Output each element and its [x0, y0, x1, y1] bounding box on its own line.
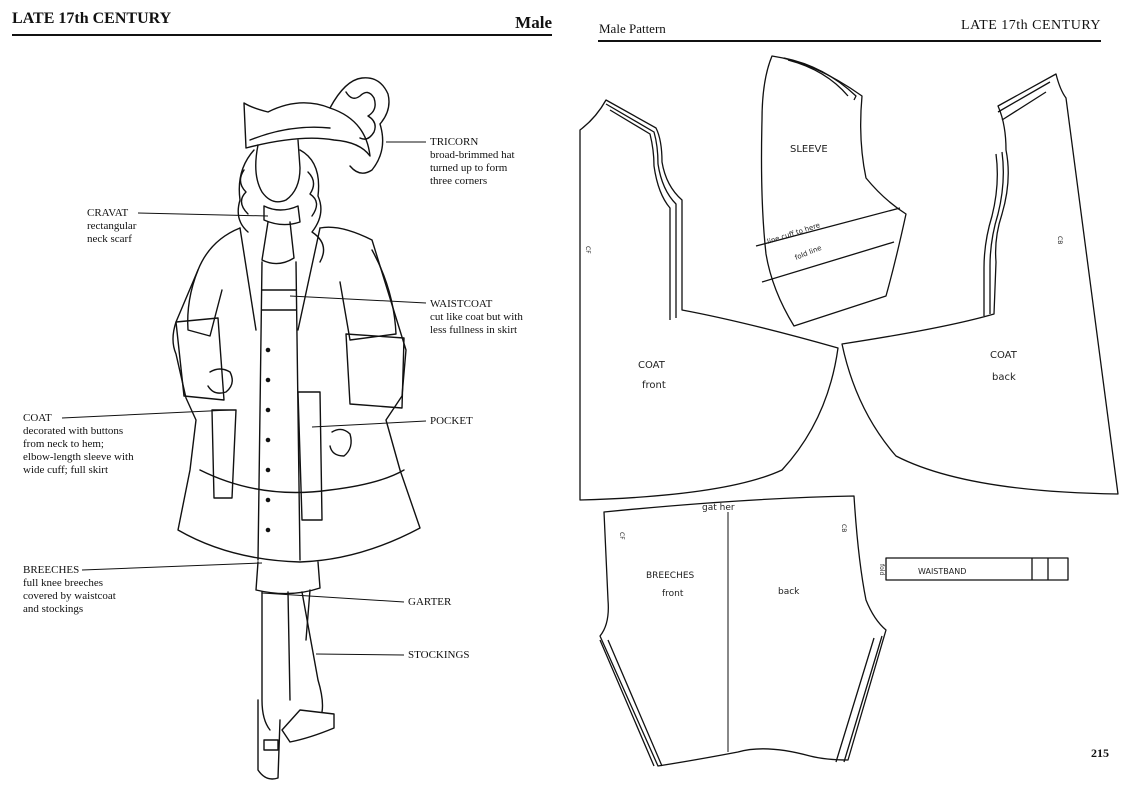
right-header-rule — [598, 40, 1101, 42]
right-section-header: Male Pattern — [599, 21, 666, 36]
label-waistcoat-desc-2: less fullness in skirt — [430, 324, 518, 336]
right-running-header: LATE 17th CENTURY — [961, 18, 1101, 33]
costume-illustration — [61, 77, 427, 780]
label-breeches: BREECHES full knee breeches covered by w… — [23, 564, 116, 616]
label-breeches-desc-2: covered by waistcoat — [23, 590, 116, 602]
label-tricorn-desc-1: broad-brimmed hat — [430, 149, 515, 161]
gather-label: gat her — [702, 503, 735, 513]
sleeve-piece — [760, 55, 907, 327]
page-number: 215 — [1091, 746, 1109, 760]
waistband-fold: fold — [878, 564, 885, 575]
label-garter-title: GARTER — [408, 596, 452, 608]
waistband-label: WAISTBAND — [918, 567, 966, 576]
fold-line-label: fold line — [794, 244, 823, 262]
label-stockings-title: STOCKINGS — [408, 649, 470, 661]
coat-front-cf: CF — [584, 246, 591, 254]
left-page: LATE 17th CENTURY Male — [0, 0, 566, 785]
label-pocket-title: POCKET — [430, 415, 473, 427]
label-cravat-desc-2: neck scarf — [87, 233, 132, 245]
label-stockings: STOCKINGS — [408, 649, 470, 662]
label-waistcoat: WAISTCOAT cut like coat but with less fu… — [430, 298, 523, 337]
coat-back-piece — [841, 73, 1119, 495]
label-cravat: CRAVAT rectangular neck scarf — [87, 207, 136, 246]
label-waistcoat-desc-1: cut like coat but with — [430, 311, 523, 323]
label-tricorn-title: TRICORN — [430, 136, 479, 148]
label-coat: COAT decorated with buttons from neck to… — [23, 412, 134, 477]
breeches-label-1: BREECHES — [646, 571, 695, 581]
breeches-label-2: front — [662, 589, 684, 599]
left-running-header: LATE 17th CENTURY — [12, 10, 172, 27]
label-coat-desc-4: wide cuff; full skirt — [23, 464, 109, 476]
breeches-cb: CB — [840, 524, 847, 532]
label-breeches-desc-1: full knee breeches — [23, 577, 104, 589]
breeches-cf: CF — [618, 532, 625, 540]
label-coat-desc-2: from neck to hem; — [23, 438, 104, 450]
sleeve-label: SLEEVE — [790, 144, 828, 155]
label-waistcoat-title: WAISTCOAT — [430, 298, 493, 310]
label-coat-desc-3: elbow-length sleeve with — [23, 451, 134, 463]
label-tricorn-desc-3: three corners — [430, 175, 488, 187]
label-coat-desc-1: decorated with buttons — [23, 425, 124, 437]
breeches-piece — [599, 495, 887, 767]
pattern-diagram: SLEEVE line cuff to here fold line COAT … — [579, 55, 1119, 767]
label-cravat-title: CRAVAT — [87, 207, 129, 219]
breeches-back-label: back — [778, 587, 800, 597]
left-header-rule — [12, 34, 552, 36]
coat-back-label-1: COAT — [990, 350, 1018, 361]
label-tricorn-desc-2: turned up to form — [430, 162, 508, 174]
coat-front-label-2: front — [642, 380, 666, 391]
waistband-piece — [885, 557, 1069, 581]
label-pocket: POCKET — [430, 415, 473, 428]
label-breeches-title: BREECHES — [23, 564, 80, 576]
label-tricorn: TRICORN broad-brimmed hat turned up to f… — [430, 136, 515, 188]
label-breeches-desc-3: and stockings — [23, 603, 84, 615]
left-section-header: Male — [515, 13, 552, 32]
coat-back-cb: CB — [1056, 236, 1063, 244]
coat-back-label-2: back — [992, 372, 1016, 383]
label-cravat-desc-1: rectangular — [87, 220, 137, 232]
label-garter: GARTER — [408, 596, 451, 609]
coat-front-piece — [579, 99, 839, 501]
coat-front-label-1: COAT — [638, 360, 666, 371]
right-page: Male Pattern LATE 17th CENTURY — [566, 0, 1133, 785]
cuff-line-label: line cuff to here — [766, 221, 821, 246]
label-coat-title: COAT — [23, 412, 52, 424]
